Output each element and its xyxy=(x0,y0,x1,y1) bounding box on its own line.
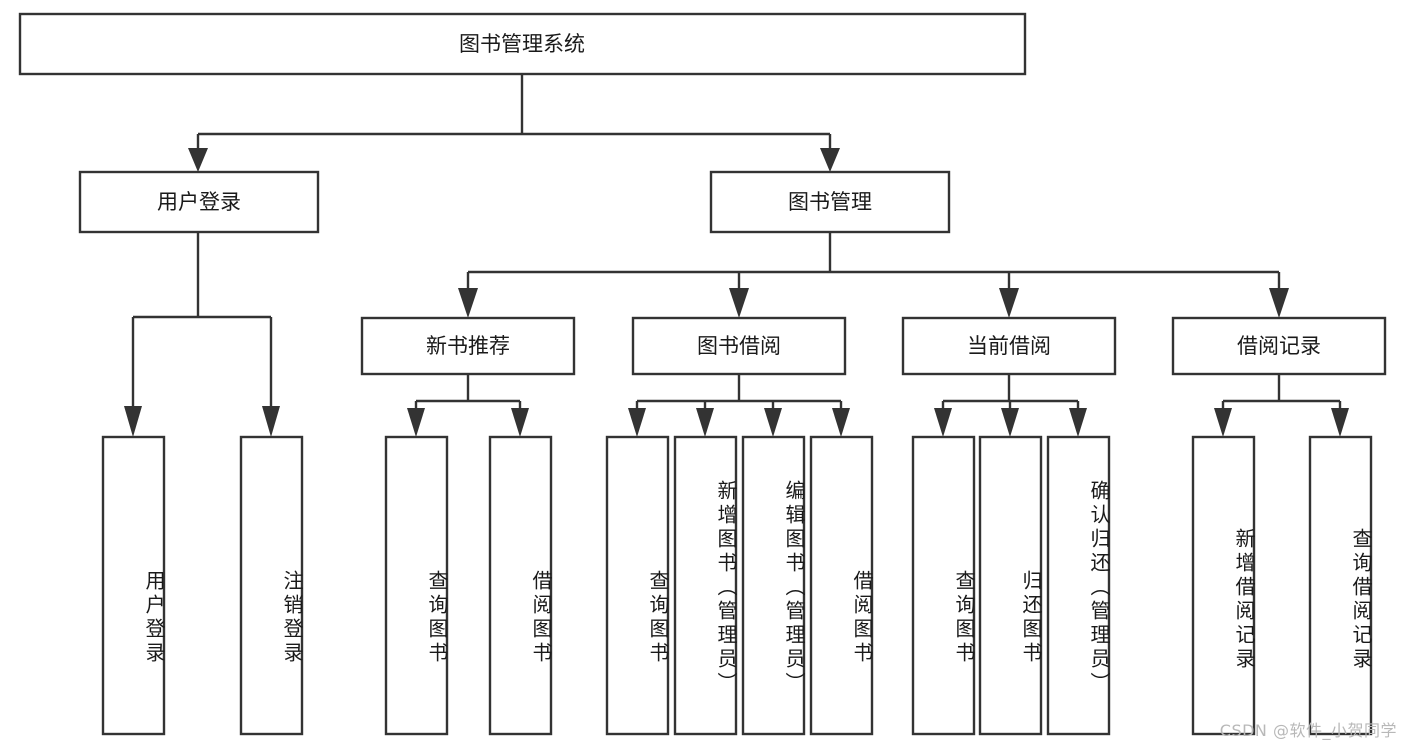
arrow-book-mgmt-to-new-book xyxy=(458,288,478,318)
node-label-user-login: 用户登录 xyxy=(157,190,241,214)
node-label-new-book-recommend: 新书推荐 xyxy=(426,334,510,358)
arrow-borrow-leaf-1 xyxy=(628,408,646,437)
arrow-user-login-leaf-1 xyxy=(124,406,142,437)
arrow-root-to-book-mgmt xyxy=(820,148,840,172)
node-box-book-management[interactable] xyxy=(709,170,951,234)
leaf-box-current-query[interactable] xyxy=(911,435,976,736)
leaf-box-user-login-login[interactable] xyxy=(101,435,166,736)
node-label-system-root: 图书管理系统 xyxy=(459,32,585,56)
arrow-new-book-leaf-1 xyxy=(407,408,425,437)
connector-group-root xyxy=(188,74,840,172)
node-box-system-root[interactable] xyxy=(18,12,1027,76)
leaf-box-record-query[interactable] xyxy=(1308,435,1373,736)
leaf-box-borrow-edit[interactable] xyxy=(741,435,806,736)
leaf-box-user-login-logout[interactable] xyxy=(239,435,304,736)
arrow-root-to-user-login xyxy=(188,148,208,172)
node-label-book-management: 图书管理 xyxy=(788,190,872,214)
arrow-borrow-leaf-3 xyxy=(764,408,782,437)
node-box-new-book-recommend[interactable] xyxy=(360,316,576,376)
connector-group-current-borrow xyxy=(934,374,1087,437)
leaf-box-borrow-lend[interactable] xyxy=(809,435,874,736)
connector-group-book-mgmt xyxy=(458,232,1289,318)
arrow-borrow-leaf-4 xyxy=(832,408,850,437)
node-label-book-borrow: 图书借阅 xyxy=(697,334,781,358)
connector-group-borrow xyxy=(628,374,850,437)
leaf-box-current-confirm[interactable] xyxy=(1046,435,1111,736)
arrow-user-login-leaf-2 xyxy=(262,406,280,437)
leaf-box-borrow-add[interactable] xyxy=(673,435,738,736)
arrow-borrow-leaf-2 xyxy=(696,408,714,437)
node-label-borrow-record: 借阅记录 xyxy=(1237,334,1321,358)
arrow-current-leaf-2 xyxy=(1001,408,1019,437)
node-label-current-borrow: 当前借阅 xyxy=(967,334,1051,358)
arrow-book-mgmt-to-current xyxy=(999,288,1019,318)
arrow-book-mgmt-to-record xyxy=(1269,288,1289,318)
leaf-box-current-return[interactable] xyxy=(978,435,1043,736)
node-box-user-login[interactable] xyxy=(78,170,320,234)
node-box-borrow-record[interactable] xyxy=(1171,316,1387,376)
connector-group-user-login xyxy=(124,232,280,437)
connector-group-borrow-record xyxy=(1214,374,1349,437)
arrow-current-leaf-1 xyxy=(934,408,952,437)
node-box-book-borrow[interactable] xyxy=(631,316,847,376)
arrow-new-book-leaf-2 xyxy=(511,408,529,437)
arrow-current-leaf-3 xyxy=(1069,408,1087,437)
arrow-record-leaf-2 xyxy=(1331,408,1349,437)
leaf-box-record-add[interactable] xyxy=(1191,435,1256,736)
leaf-box-borrow-query[interactable] xyxy=(605,435,670,736)
arrow-book-mgmt-to-borrow xyxy=(729,288,749,318)
csdn-watermark: CSDN @软件_小贺同学 xyxy=(1219,721,1397,740)
arrow-record-leaf-1 xyxy=(1214,408,1232,437)
connector-group-new-book xyxy=(407,374,529,437)
leaf-box-newbook-borrow[interactable] xyxy=(488,435,553,736)
leaf-box-newbook-query[interactable] xyxy=(384,435,449,736)
node-box-current-borrow[interactable] xyxy=(901,316,1117,376)
